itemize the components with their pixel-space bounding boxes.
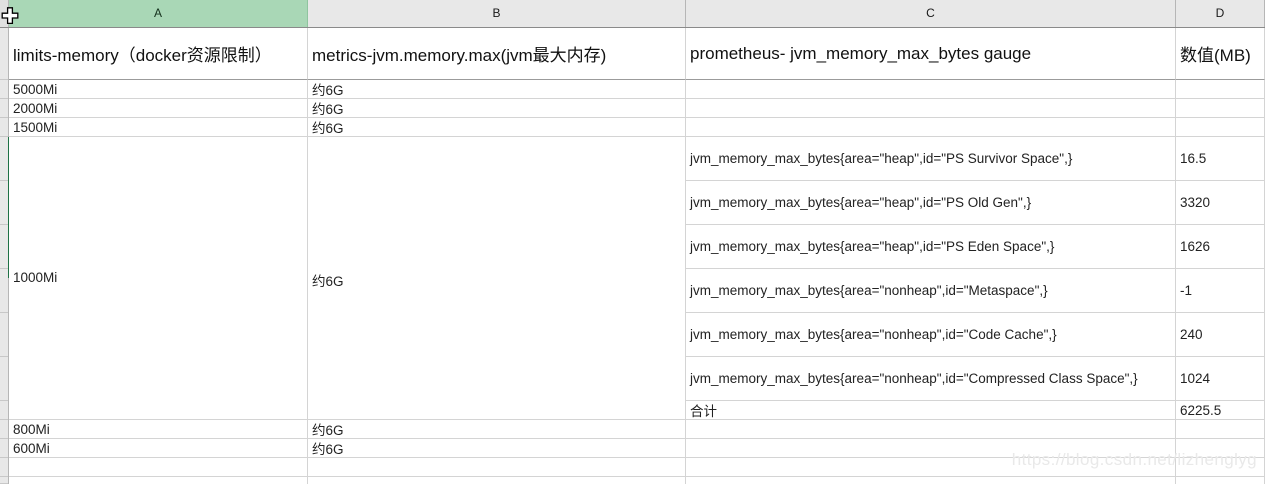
metric-cell-c[interactable]: jvm_memory_max_bytes{area="heap",id="PS … [686, 137, 1176, 181]
table-cell-d[interactable] [1176, 458, 1265, 477]
table-cell-d[interactable] [1176, 99, 1265, 118]
table-cell-c[interactable] [686, 99, 1176, 118]
row-header-cell[interactable] [0, 99, 8, 118]
table-cell-a[interactable]: 800Mi [9, 420, 308, 439]
row-header-cell[interactable] [0, 80, 8, 99]
table-cell-c[interactable] [686, 458, 1176, 477]
metric-cell-c[interactable]: jvm_memory_max_bytes{area="nonheap",id="… [686, 357, 1176, 401]
table-cell-c[interactable] [686, 420, 1176, 439]
metric-cell-c[interactable]: jvm_memory_max_bytes{area="nonheap",id="… [686, 269, 1176, 313]
header-cell-c[interactable]: prometheus- jvm_memory_max_bytes gauge [686, 28, 1176, 80]
table-cell-a[interactable]: 1500Mi [9, 118, 308, 137]
table-cell-b[interactable]: 约6G [308, 439, 686, 458]
table-cell-b[interactable] [308, 458, 686, 477]
row-header-cell[interactable] [0, 137, 8, 181]
row-header-cell[interactable] [0, 118, 8, 137]
header-cell-b[interactable]: metrics-jvm.memory.max(jvm最大内存) [308, 28, 686, 80]
row-header-cell[interactable] [0, 225, 8, 269]
table-cell-b[interactable]: 约6G [308, 118, 686, 137]
metric-value-d[interactable]: 3320 [1176, 181, 1265, 225]
row-header-cell[interactable] [0, 458, 8, 477]
column-header-d[interactable]: D [1176, 0, 1265, 27]
table-cell-a[interactable] [9, 477, 308, 484]
metric-cell-c[interactable]: jvm_memory_max_bytes{area="nonheap",id="… [686, 313, 1176, 357]
table-cell-b[interactable]: 约6G [308, 99, 686, 118]
column-header-b[interactable]: B [308, 0, 686, 27]
table-cell-d[interactable] [1176, 80, 1265, 99]
row-header-cell[interactable] [0, 357, 8, 401]
table-cell-a[interactable]: 5000Mi [9, 80, 308, 99]
total-value-cell[interactable]: 6225.5 [1176, 401, 1265, 420]
row-header-cell[interactable] [0, 477, 8, 484]
column-header-band: A B C D [0, 0, 1265, 28]
row-header-cell[interactable] [0, 439, 8, 458]
row-header-cell[interactable] [0, 313, 8, 357]
table-cell-b[interactable]: 约6G [308, 420, 686, 439]
metric-cell-c[interactable]: jvm_memory_max_bytes{area="heap",id="PS … [686, 181, 1176, 225]
table-cell-d[interactable] [1176, 477, 1265, 484]
table-cell-c[interactable] [686, 118, 1176, 137]
row-header-cell[interactable] [0, 181, 8, 225]
table-cell-a[interactable]: 2000Mi [9, 99, 308, 118]
merged-cell-b-1000mi[interactable]: 约6G [308, 137, 686, 420]
row-header-cell[interactable] [0, 28, 8, 80]
row-header-cell[interactable] [0, 420, 8, 439]
header-cell-a[interactable]: limits-memory（docker资源限制） [9, 28, 308, 80]
table-cell-a[interactable] [9, 458, 308, 477]
metric-value-d[interactable]: 16.5 [1176, 137, 1265, 181]
table-cell-c[interactable] [686, 439, 1176, 458]
table-cell-d[interactable] [1176, 420, 1265, 439]
row-header-cell[interactable] [0, 269, 8, 313]
header-cell-d[interactable]: 数值(MB) [1176, 28, 1265, 80]
column-header-c[interactable]: C [686, 0, 1176, 27]
table-cell-d[interactable] [1176, 439, 1265, 458]
table-cell-c[interactable] [686, 477, 1176, 484]
total-label-cell[interactable]: 合计 [686, 401, 1176, 420]
metric-value-d[interactable]: 1024 [1176, 357, 1265, 401]
metric-value-d[interactable]: 1626 [1176, 225, 1265, 269]
table-cell-a[interactable]: 600Mi [9, 439, 308, 458]
metric-cell-c[interactable]: jvm_memory_max_bytes{area="heap",id="PS … [686, 225, 1176, 269]
table-cell-b[interactable]: 约6G [308, 80, 686, 99]
metric-value-d[interactable]: 240 [1176, 313, 1265, 357]
table-cell-c[interactable] [686, 80, 1176, 99]
table-cell-b[interactable] [308, 477, 686, 484]
metric-value-d[interactable]: -1 [1176, 269, 1265, 313]
column-header-a[interactable]: A [9, 0, 308, 27]
merged-cell-a-1000mi[interactable]: 1000Mi [9, 137, 308, 420]
table-cell-d[interactable] [1176, 118, 1265, 137]
row-header-cell[interactable] [0, 401, 8, 420]
select-all-corner[interactable] [0, 0, 9, 27]
